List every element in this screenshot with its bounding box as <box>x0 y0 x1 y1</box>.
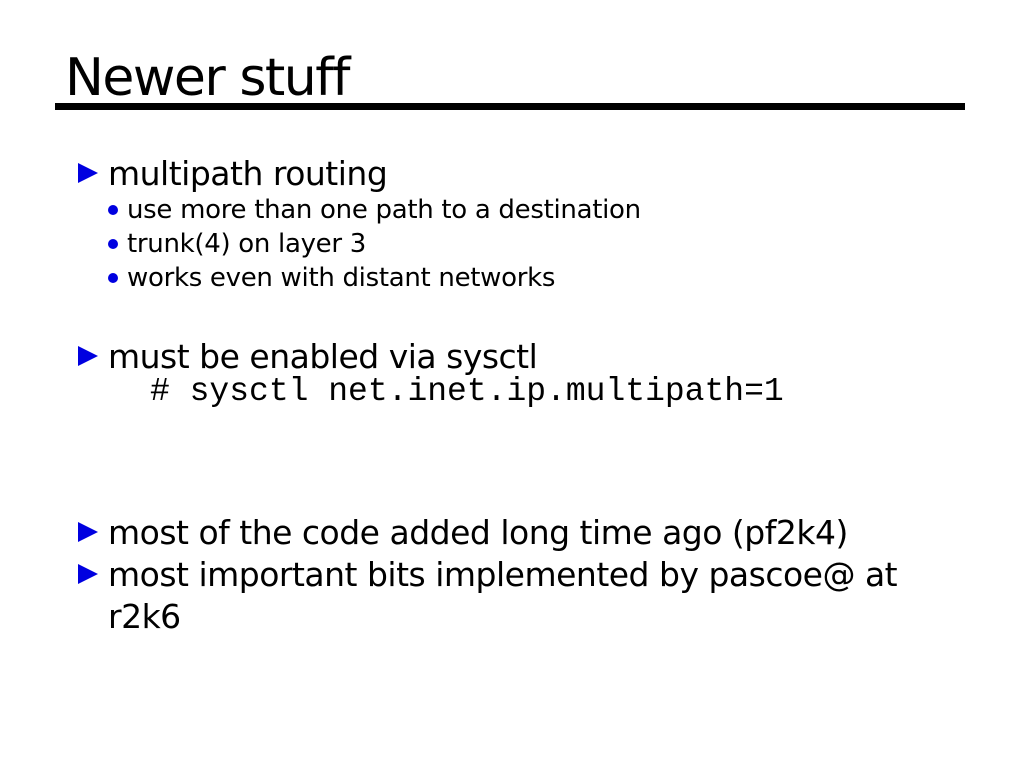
dot-bullet-icon <box>108 273 118 283</box>
slide-title: Newer stuff <box>65 48 350 108</box>
bullet-label: multipath routing <box>108 154 388 193</box>
sub-bullet-item: trunk(4) on layer 3 <box>108 227 366 261</box>
triangle-bullet-icon <box>78 564 98 584</box>
title-underline-rule <box>55 103 965 110</box>
triangle-bullet-icon <box>78 522 98 542</box>
bullet-item-sysctl: must be enabled via sysctl <box>78 336 538 378</box>
bullet-label: must be enabled via sysctl <box>108 337 538 376</box>
bullet-item-pascoe: most important bits implemented by pasco… <box>78 554 938 638</box>
dot-bullet-icon <box>108 239 118 249</box>
bullet-label: most important bits implemented by pasco… <box>108 555 898 636</box>
sub-bullet-item: use more than one path to a destination <box>108 193 641 227</box>
triangle-bullet-icon <box>78 346 98 366</box>
bullet-item-code-added: most of the code added long time ago (pf… <box>78 512 848 554</box>
sub-bullet-label: works even with distant networks <box>127 263 556 293</box>
dot-bullet-icon <box>108 205 118 215</box>
triangle-bullet-icon <box>78 163 98 183</box>
sysctl-code-line: # sysctl net.inet.ip.multipath=1 <box>150 373 784 410</box>
sub-bullet-label: use more than one path to a destination <box>127 195 641 225</box>
bullet-label: most of the code added long time ago (pf… <box>108 513 848 552</box>
sub-bullet-label: trunk(4) on layer 3 <box>127 229 366 259</box>
bullet-item-multipath-routing: multipath routing <box>78 153 388 195</box>
sub-bullet-item: works even with distant networks <box>108 261 555 295</box>
